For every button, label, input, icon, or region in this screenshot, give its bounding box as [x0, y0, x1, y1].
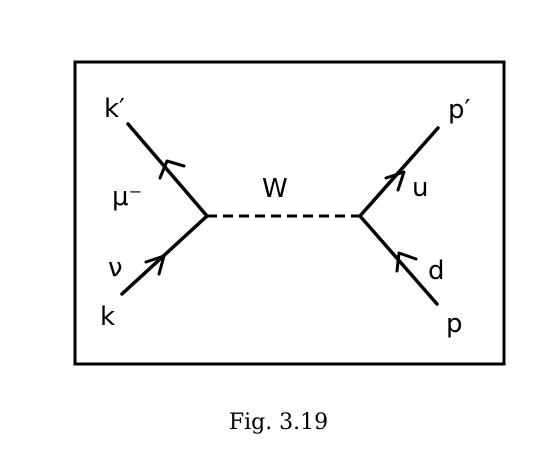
- muon-arrow: [158, 159, 186, 180]
- muon-line: [126, 122, 209, 218]
- label-mu-minus: μ⁻: [112, 182, 142, 212]
- figure-caption: Fig. 3.19: [228, 410, 329, 435]
- label-k-prime: k′: [104, 94, 125, 124]
- diagram-frame: [73, 60, 506, 366]
- label-d: d: [428, 256, 445, 286]
- neutrino-arrow: [144, 254, 166, 276]
- label-p: p: [446, 309, 463, 339]
- label-w: W: [262, 174, 288, 204]
- down-quark-arrow: [395, 251, 418, 273]
- up-quark-line: [358, 126, 440, 218]
- label-nu: ν: [108, 253, 123, 283]
- label-u: u: [412, 173, 428, 203]
- label-p-prime: p′: [448, 95, 471, 125]
- up-quark-arrow: [384, 170, 406, 192]
- label-k: k: [100, 302, 115, 332]
